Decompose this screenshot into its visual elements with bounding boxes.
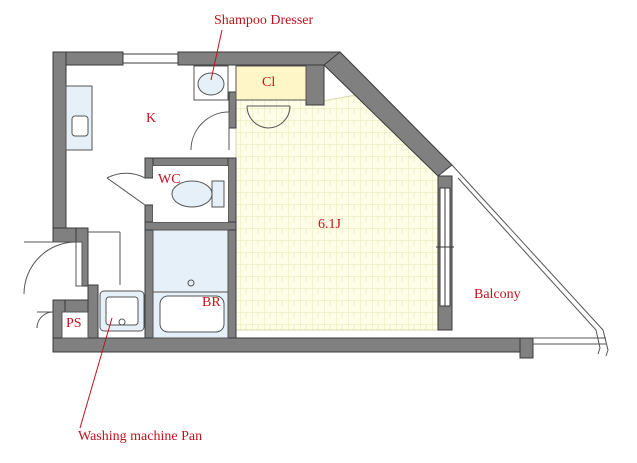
- interior-walls: [87, 91, 237, 339]
- wc-label: WC: [158, 172, 181, 187]
- shampoo-dresser-basin[interactable]: [197, 72, 225, 96]
- entrance-sill: [75, 241, 83, 287]
- kitchen-label: K: [146, 111, 157, 126]
- bathtub[interactable]: [159, 295, 225, 333]
- toilet-tank[interactable]: [211, 180, 225, 208]
- washing-machine-leader: [79, 317, 113, 429]
- pipe-space-label: PS: [66, 316, 82, 331]
- pipe-space: [61, 311, 89, 339]
- balcony-outline: [451, 164, 609, 357]
- washing-machine-pan-label: Washing machine Pan: [78, 429, 203, 444]
- bathroom-label: BR: [202, 295, 221, 310]
- closet-label: Cl: [262, 75, 276, 90]
- balcony-label: Balcony: [474, 287, 521, 302]
- main-room-label: 6.1J: [318, 217, 341, 232]
- shampoo-dresser-label: Shampoo Dresser: [214, 13, 314, 28]
- closet-box[interactable]: [235, 65, 307, 101]
- shampoo-dresser-leader: [210, 29, 223, 81]
- door-swings: [23, 105, 291, 329]
- kitchen-sink[interactable]: [71, 115, 89, 137]
